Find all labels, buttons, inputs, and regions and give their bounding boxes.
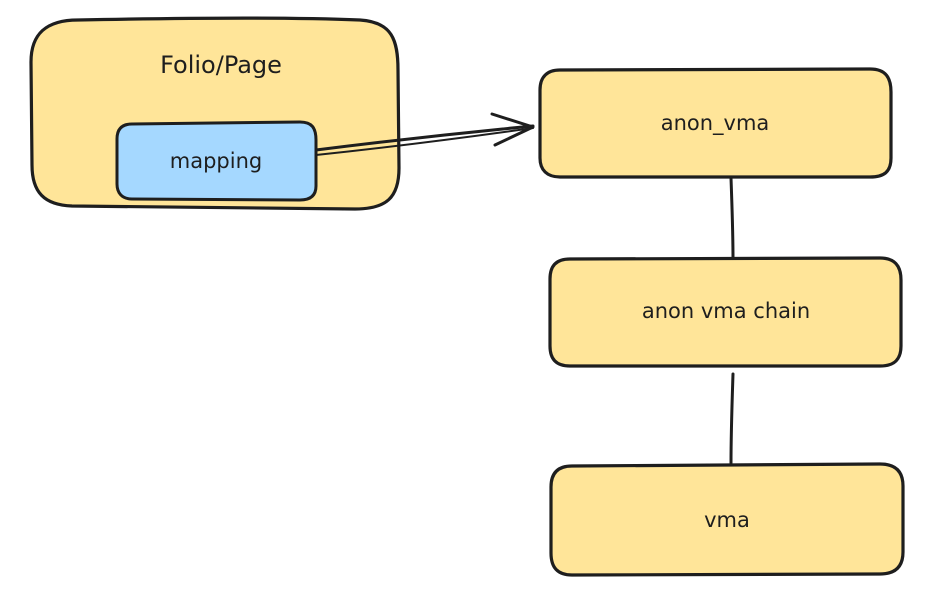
chain-to-vma-line (729, 372, 735, 465)
arrow-shaft (314, 124, 535, 152)
vma-label: vma (704, 508, 750, 532)
anon-vma-label: anon_vma (661, 111, 770, 136)
mapping-to-anon-vma-arrow (314, 112, 535, 156)
mapping-node[interactable]: mapping (115, 120, 318, 202)
anon-vma-chain-box (548, 256, 903, 368)
folio-page-label: Folio/Page (160, 51, 282, 79)
vma-box (549, 462, 905, 577)
anon-vma-box (538, 67, 893, 179)
anon-vma-chain-node[interactable]: anon vma chain (548, 256, 903, 368)
anon-vma-to-chain-line (729, 176, 735, 261)
arrow-head (490, 112, 535, 147)
mapping-label: mapping (170, 149, 262, 173)
vma-node[interactable]: vma (549, 462, 905, 577)
anon-vma-node[interactable]: anon_vma (538, 67, 893, 179)
anon-vma-chain-label: anon vma chain (642, 299, 810, 323)
mapping-box (115, 120, 318, 202)
arrow-shaft-double (315, 127, 534, 156)
